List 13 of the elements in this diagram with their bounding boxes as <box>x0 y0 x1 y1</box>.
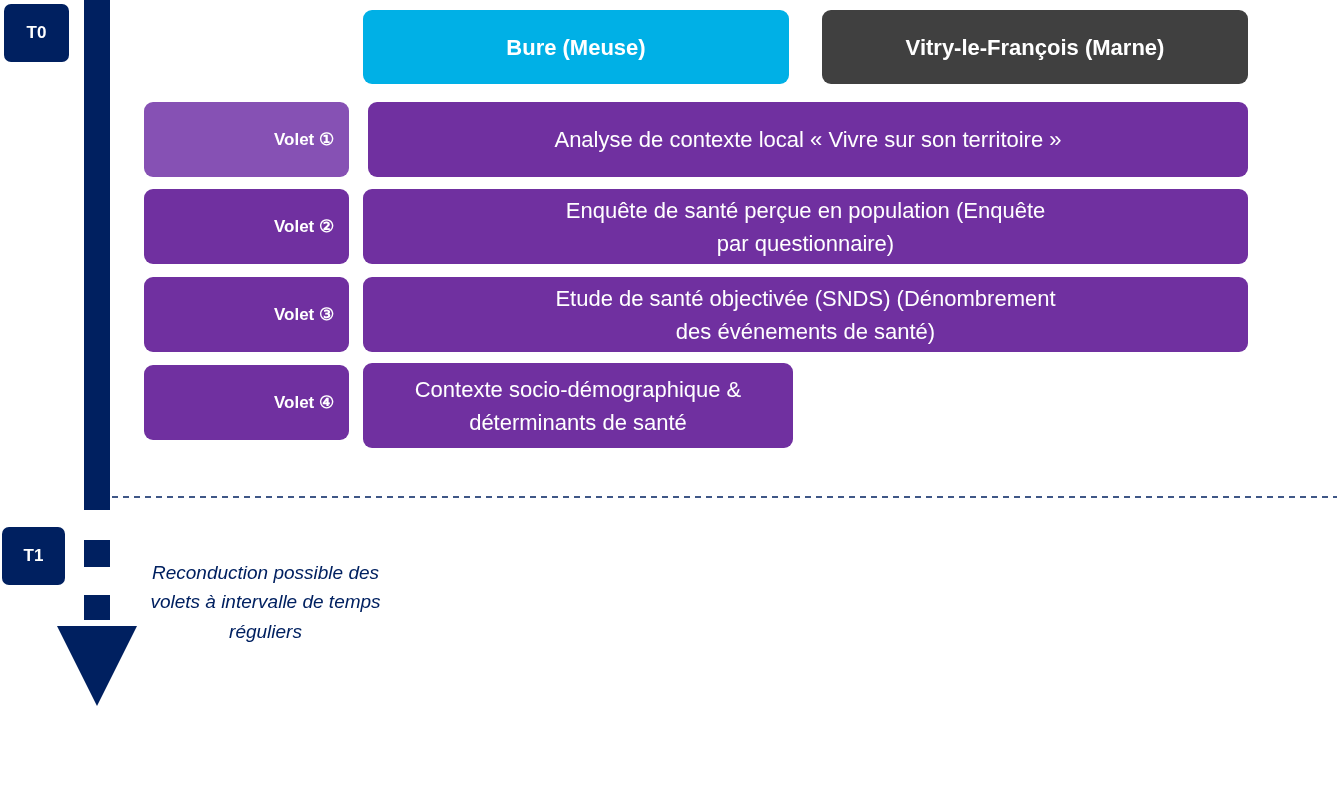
site-header: Vitry-le-François (Marne) <box>822 10 1248 84</box>
study-box: Enquête de santé perçue en population (Enquête par questionnaire) <box>363 189 1248 264</box>
time-marker-box: T1 <box>2 527 65 585</box>
study-box: Contexte socio-démographique & déterminants de santé <box>363 363 793 448</box>
volet-box: Volet ② <box>144 189 349 264</box>
study-box: Etude de santé objectivée (SNDS) (Dénombrement des événements de santé) <box>363 277 1248 352</box>
study-box: Analyse de contexte local « Vivre sur son territoire » <box>368 102 1248 177</box>
time-marker-box: T0 <box>4 4 69 62</box>
site-header: Bure (Meuse) <box>363 10 789 84</box>
volet-box: Volet ③ <box>144 277 349 352</box>
volet-box: Volet ① <box>144 102 349 177</box>
volet-box: Volet ④ <box>144 365 349 440</box>
note-text: Reconduction possible des volets à intervalle de temps réguliers <box>149 561 382 644</box>
